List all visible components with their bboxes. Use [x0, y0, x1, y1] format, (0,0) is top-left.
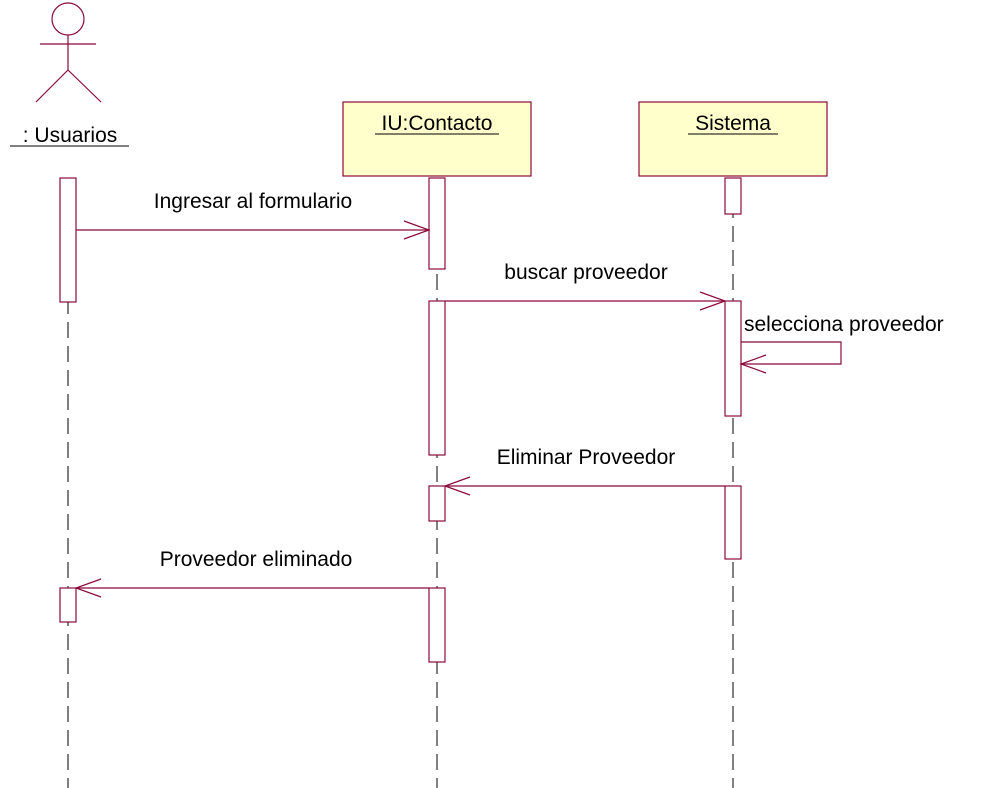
activation-bar — [724, 177, 742, 215]
activation-bar — [59, 587, 77, 623]
message-label: Ingresar al formulario — [154, 190, 352, 213]
message-arrow — [443, 476, 725, 496]
activation-bar — [428, 177, 446, 270]
object-label-sistema: Sistema — [695, 112, 771, 135]
activation-bar — [428, 300, 446, 456]
message-arrow — [76, 220, 431, 240]
object-label-iu-contacto: IU:Contacto — [382, 112, 493, 135]
message-label: selecciona proveedor — [744, 313, 944, 336]
activation-bar — [724, 300, 742, 417]
self-message-arrow — [739, 341, 842, 374]
message-arrow — [445, 291, 727, 311]
activation-bar — [428, 587, 446, 663]
activation-bar — [724, 485, 742, 560]
actor-label: : Usuarios — [23, 124, 118, 147]
object-box-iu-contacto — [342, 101, 532, 177]
object-box-sistema — [638, 101, 828, 177]
activation-bar — [428, 485, 446, 522]
message-label: Eliminar Proveedor — [497, 446, 676, 469]
actor-usuarios-icon — [35, 2, 102, 103]
message-label: buscar proveedor — [504, 261, 667, 284]
message-label: Proveedor eliminado — [160, 548, 353, 571]
activation-bar — [59, 177, 77, 303]
message-arrow — [74, 578, 429, 598]
